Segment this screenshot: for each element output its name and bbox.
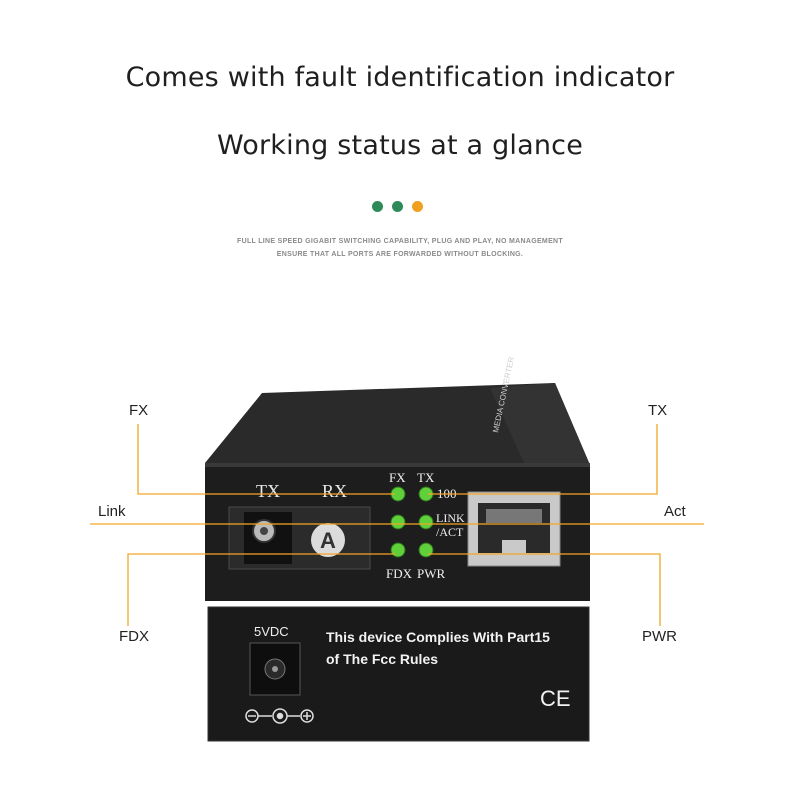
led-link-label: LINK (436, 511, 465, 525)
rj45-latch-slot (502, 540, 526, 553)
callout-lines (90, 424, 704, 626)
callout-pwr: PWR (642, 628, 677, 645)
dot-orange (412, 201, 423, 212)
compliance-line-2: of The Fcc Rules (326, 651, 438, 667)
polarity-center-dot (276, 712, 284, 720)
led-act-label: /ACT (436, 525, 464, 539)
callout-line-tx (428, 424, 658, 495)
headline-fault-indicator: Comes with fault identification indicato… (125, 62, 675, 93)
led-fdx (390, 542, 406, 558)
subtext-line-1: FULL LINE SPEED GIGABIT SWITCHING CAPABI… (237, 238, 563, 245)
fiber-ferrule-core (260, 527, 268, 535)
polarity-plus (300, 709, 314, 723)
port-a-letter: A (320, 528, 336, 553)
callout-tx: TX (648, 402, 668, 419)
callout-fdx: FDX (119, 628, 149, 645)
power-label: 5VDC (254, 624, 289, 639)
callout-line-pwr (428, 553, 661, 626)
led-tx-label: TX (417, 470, 435, 485)
dot-green-2 (392, 201, 403, 212)
power-jack-pin (272, 666, 278, 672)
headline-working-status: Working status at a glance (216, 130, 584, 161)
ce-mark: CE (540, 686, 571, 711)
callout-fx: FX (129, 402, 149, 419)
polarity-symbol (245, 708, 314, 724)
compliance-line-1: This device Complies With Part15 (326, 629, 550, 645)
port-tx-label: TX (256, 481, 280, 501)
dot-green-1 (372, 201, 383, 212)
converter-lid (205, 383, 590, 465)
led-fx-label: FX (389, 470, 406, 485)
port-a-badge (311, 523, 345, 557)
decorative-dots (372, 201, 428, 213)
callout-line-fx (137, 424, 395, 495)
converter-lid-side (490, 383, 590, 465)
callout-line-fdx (127, 553, 395, 626)
callout-act: Act (664, 503, 686, 520)
led-link-fiber (390, 514, 406, 530)
rj45-contacts (486, 509, 542, 523)
callout-link: Link (98, 503, 126, 520)
led-pwr (418, 542, 434, 558)
subtext-line-2: ENSURE THAT ALL PORTS ARE FORWARDED WITH… (276, 251, 524, 258)
led-pwr-label: PWR (417, 566, 446, 581)
port-rx-label: RX (322, 481, 347, 501)
converter-front-edge (205, 463, 590, 467)
led-link-act (418, 514, 434, 530)
led-fdx-label: FDX (386, 566, 413, 581)
